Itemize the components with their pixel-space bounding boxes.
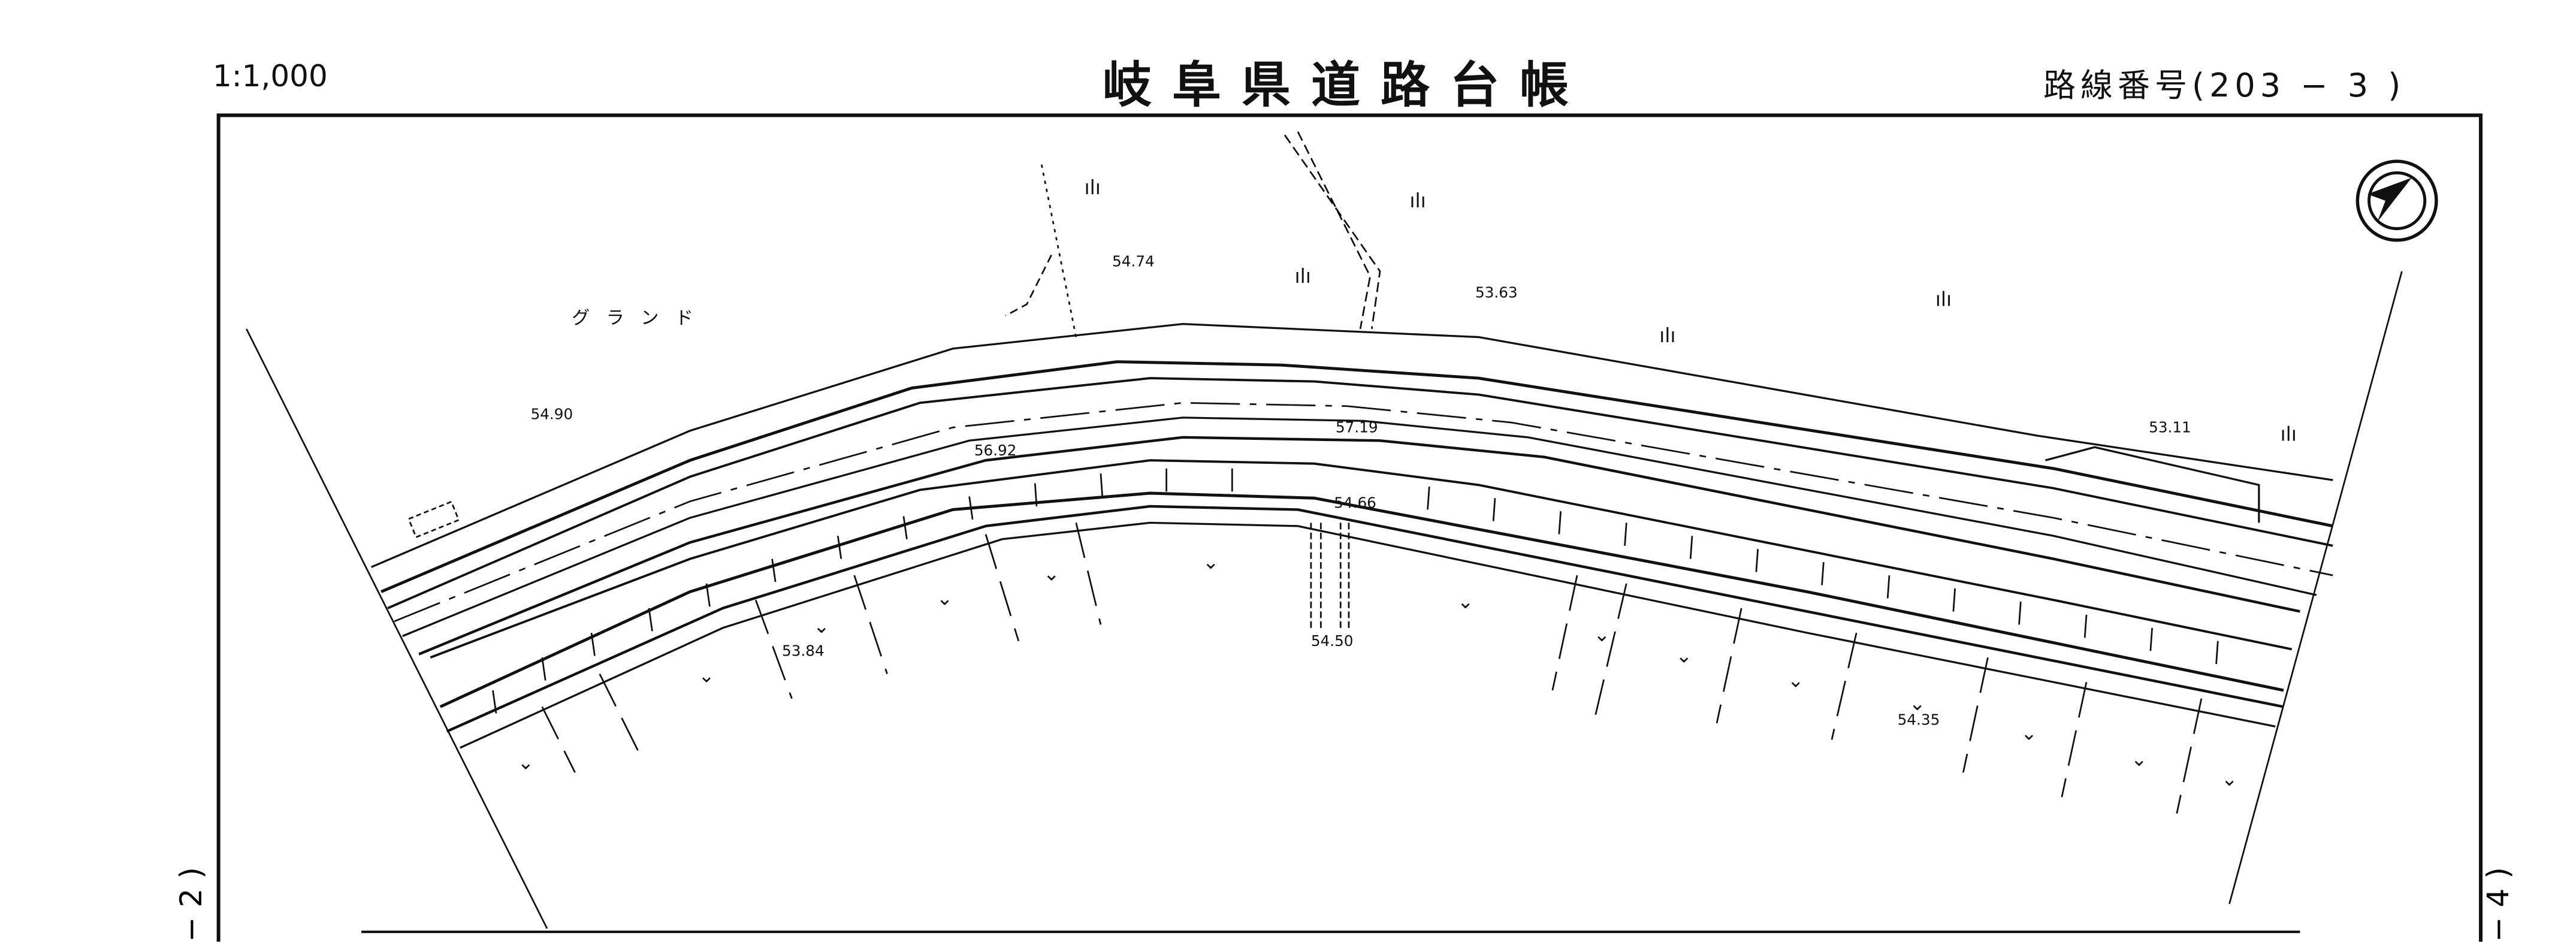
svg-text:⌄: ⌄: [698, 663, 715, 687]
road-gutter: [402, 416, 2317, 638]
lower-road-edge-2: [459, 521, 2276, 749]
road-edge-lower: [418, 436, 2300, 656]
slope-hatching: [492, 468, 2219, 714]
route-number: 路線番号(203 − 3 ): [2043, 67, 2406, 104]
section-boundary-left: [246, 328, 548, 929]
road-edge-upper-2: [387, 377, 2333, 609]
field-lines: [541, 523, 2203, 814]
elevation-labels: 54.74 53.63 54.90 56.92 57.19 54.66 53.1…: [531, 253, 2191, 729]
culvert: [1310, 523, 1350, 628]
road-edge-upper: [380, 360, 2333, 593]
elevation-label: 57.19: [1336, 419, 1378, 436]
svg-text:ılı: ılı: [1294, 264, 1310, 288]
map-frame: [216, 113, 2483, 942]
svg-text:⌄: ⌄: [1787, 669, 1804, 692]
svg-text:⌄: ⌄: [1676, 644, 1693, 667]
svg-text:⌄: ⌄: [1043, 561, 1060, 585]
svg-text:ılı: ılı: [1659, 324, 1675, 347]
map-scale: 1:1,000: [213, 59, 328, 93]
embankment-edge: [370, 322, 2333, 568]
right-structure: [2045, 446, 2260, 523]
svg-text:⌄: ⌄: [518, 751, 534, 774]
elevation-label: 54.35: [1898, 711, 1940, 729]
svg-text:ılı: ılı: [1085, 176, 1101, 199]
fence-line-2: [1005, 254, 1052, 317]
elevation-label: 54.90: [531, 406, 573, 423]
section-boundary-right: [2228, 271, 2403, 904]
svg-text:⌄: ⌄: [2131, 747, 2148, 771]
slope-bottom: [439, 491, 2284, 708]
elevation-label: 53.84: [782, 642, 825, 659]
svg-text:⌄: ⌄: [1909, 692, 1926, 715]
elevation-label: 56.92: [974, 442, 1017, 459]
elevation-label: 54.66: [1334, 494, 1376, 512]
svg-text:ılı: ılı: [1935, 287, 1952, 310]
svg-text:ılı: ılı: [1409, 189, 1426, 212]
page-title: 岐阜県道路台帳: [1103, 57, 1590, 114]
elevation-label: 53.11: [2149, 419, 2191, 436]
svg-text:⌄: ⌄: [1593, 623, 1610, 646]
svg-text:⌄: ⌄: [937, 586, 953, 609]
svg-text:⌄: ⌄: [2021, 721, 2037, 744]
place-label-ground: グランド: [572, 308, 709, 329]
svg-text:⌄: ⌄: [2221, 767, 2238, 790]
boundary-hatched: [1284, 131, 1381, 330]
elevation-label: 54.50: [1311, 632, 1354, 650]
vegetation-symbols: ⌄ ⌄ ⌄ ⌄ ⌄ ⌄ ⌄ ⌄ ⌄ ⌄ ⌄ ⌄ ⌄ ⌄ ılı ılı ılı ılı ılı ılı: [518, 176, 2297, 790]
fence-line: [1040, 164, 1077, 337]
lower-road-edge: [446, 505, 2284, 733]
road-centerline: [394, 401, 2333, 623]
elevation-label: 53.63: [1475, 284, 1518, 301]
svg-text:ılı: ılı: [2280, 422, 2296, 445]
svg-text:⌄: ⌄: [1457, 590, 1474, 613]
svg-text:⌄: ⌄: [1203, 550, 1219, 573]
elevation-label: 54.74: [1112, 253, 1155, 270]
svg-text:⌄: ⌄: [813, 614, 830, 638]
north-arrow-icon: [2355, 159, 2438, 242]
slope-top: [430, 459, 2293, 659]
